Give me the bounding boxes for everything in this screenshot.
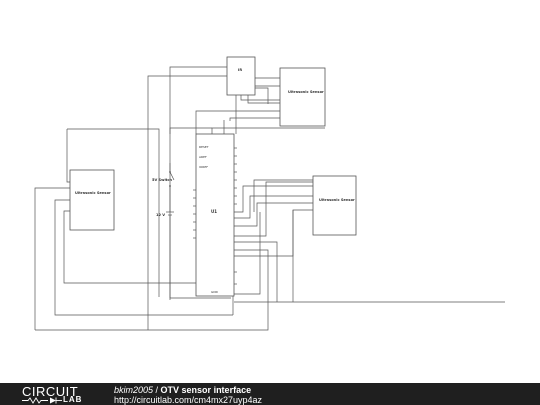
switch-label: 5V Switch [152, 178, 173, 182]
ultrasonic-label-mid-right: Ultrasonic Sensor [319, 198, 355, 202]
circuitlab-logo-lab: LAB [63, 395, 83, 404]
ir-sensor-block: IR [226, 56, 256, 96]
ultrasonic-sensor-mid-right: Ultrasonic Sensor [312, 175, 357, 236]
switch-contact [169, 171, 171, 173]
author-link[interactable]: bkim2005 [114, 385, 154, 395]
byline: bkim2005 / OTV sensor interface [114, 385, 251, 395]
mcu-pin-aref: AREF [199, 155, 207, 159]
mcu-pin-ticks [193, 147, 237, 285]
battery-label: 12 V [156, 213, 165, 217]
mcu-pin-ioref: IOREF [199, 165, 208, 169]
ultrasonic-label-top-right: Ultrasonic Sensor [288, 90, 324, 94]
mcu-pin-gnd: GND [211, 290, 219, 294]
wire-network [34, 66, 505, 331]
ir-label: IR [238, 68, 242, 72]
ultrasonic-sensor-top-right: Ultrasonic Sensor [279, 67, 326, 127]
ultrasonic-label-left: Ultrasonic Sensor [75, 191, 111, 195]
schematic-canvas: IR Ultrasonic Sensor Ultrasonic Sensor U… [34, 56, 505, 331]
mcu-label: U1 [211, 209, 217, 214]
circuitlab-logo-bottom: LAB [22, 395, 94, 405]
mcu-pin-reset: RESET [199, 145, 209, 149]
ultrasonic-sensor-left: Ultrasonic Sensor [69, 169, 115, 231]
circuitlab-logo-top: CIRCUIT [22, 384, 79, 399]
circuit-url[interactable]: http://circuitlab.com/cm4mx27uyp4az [114, 395, 263, 405]
switch-contact [169, 185, 171, 187]
footer-bar: CIRCUIT LAB bkim2005 / OTV sensor interf… [0, 383, 540, 405]
byline-separator: / [153, 385, 161, 395]
signal-icon [22, 397, 62, 404]
circuit-title: OTV sensor interface [160, 385, 252, 395]
microcontroller-u1: U1 RESET AREF IOREF GND [193, 133, 237, 297]
